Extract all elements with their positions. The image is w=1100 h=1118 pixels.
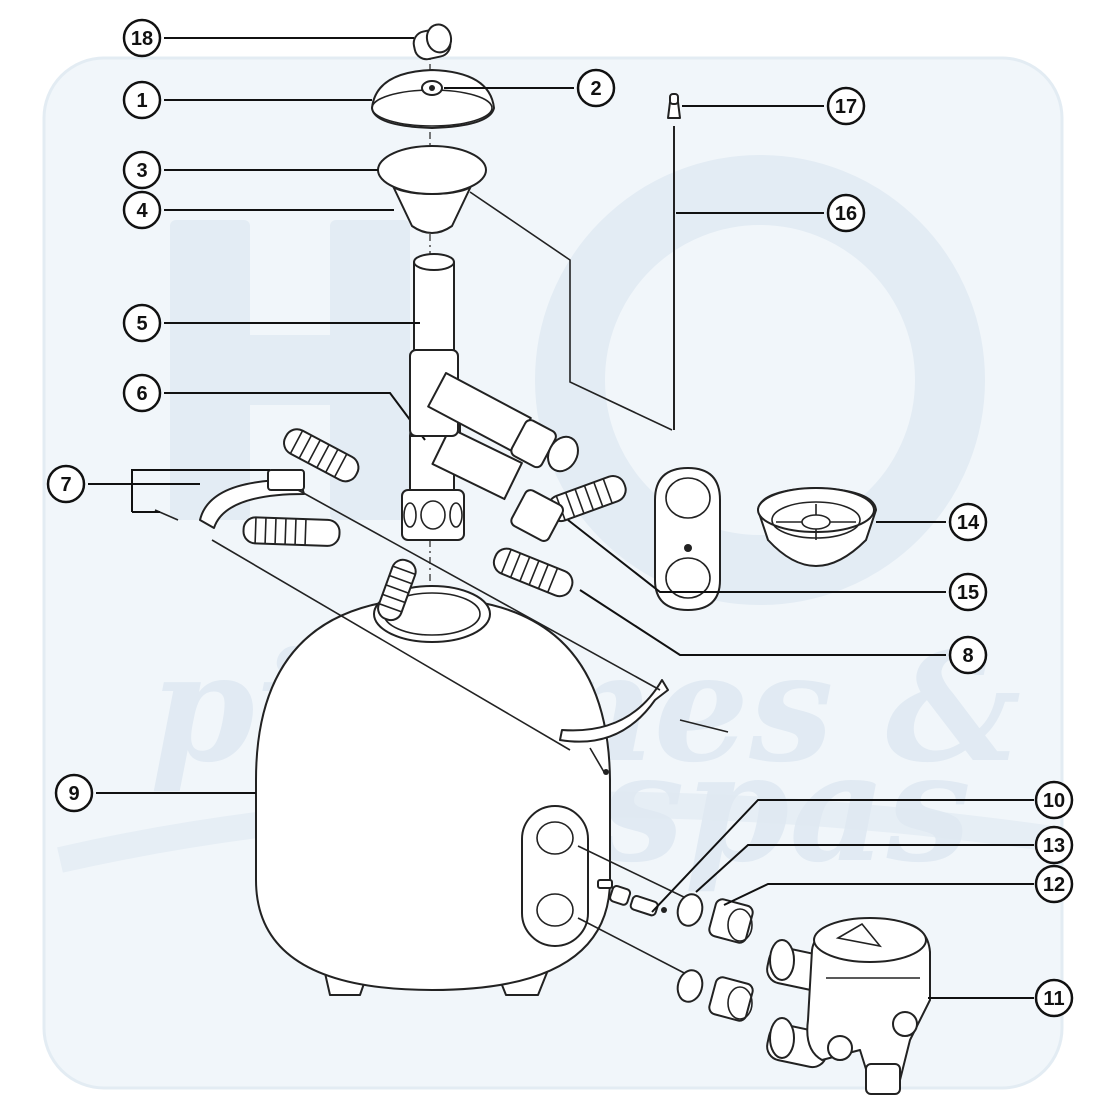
callout-15: 15	[948, 572, 988, 612]
svg-text:11: 11	[1043, 988, 1064, 1010]
svg-text:3: 3	[136, 160, 147, 182]
svg-text:1: 1	[136, 90, 147, 112]
svg-text:18: 18	[131, 28, 153, 50]
callout-2: 2	[576, 68, 616, 108]
callout-8: 8	[948, 635, 988, 675]
lateral-arm-leader	[579, 589, 946, 656]
clamp-band-guide	[297, 489, 661, 691]
union-bracket-leader	[567, 519, 946, 593]
o-ring-seal	[377, 145, 487, 195]
callout-4: 4	[122, 190, 162, 230]
svg-text:16: 16	[835, 203, 857, 225]
union-nuts	[708, 898, 754, 1022]
center-pipe	[409, 253, 579, 473]
svg-text:2: 2	[590, 78, 601, 100]
svg-text:12: 12	[1043, 874, 1065, 896]
callout-16: 16	[826, 193, 866, 233]
callout-5: 5	[122, 303, 162, 343]
callout-18: 18	[122, 18, 162, 58]
drain-plug	[597, 879, 667, 917]
union-nut-leader	[723, 883, 1034, 906]
callout-1: 1	[122, 80, 162, 120]
callout-3: 3	[122, 150, 162, 190]
svg-text:13: 13	[1043, 835, 1065, 857]
union-bracket	[654, 467, 721, 611]
port-guide-lower	[577, 917, 691, 977]
svg-text:7: 7	[60, 474, 71, 496]
svg-text:4: 4	[136, 200, 148, 222]
union-o-ring-leader	[695, 844, 1034, 893]
svg-text:14: 14	[957, 512, 980, 534]
vent-tube-guide	[469, 191, 673, 431]
svg-text:5: 5	[136, 313, 147, 335]
svg-text:9: 9	[68, 783, 79, 805]
callout-11: 11	[1034, 978, 1074, 1018]
tank-clamp-band	[154, 469, 729, 775]
tank-clamp-band-leader-a	[88, 469, 270, 485]
drain-cap	[412, 23, 453, 61]
tank-lid	[371, 69, 495, 129]
multiport-valve	[766, 917, 931, 1095]
filter-tank	[255, 585, 611, 996]
callout-12: 12	[1034, 864, 1074, 904]
callout-10: 10	[1034, 780, 1074, 820]
air-vent-tube	[667, 93, 681, 430]
callout-9: 9	[54, 773, 94, 813]
drain-plug-leader	[651, 799, 1034, 913]
callout-14: 14	[948, 502, 988, 542]
callout-7: 7	[46, 464, 86, 504]
svg-text:10: 10	[1043, 790, 1065, 812]
callout-17: 17	[826, 86, 866, 126]
callout-6: 6	[122, 373, 162, 413]
callout-13: 13	[1034, 825, 1074, 865]
manifold-union-nut	[510, 489, 564, 542]
strainer-basket	[757, 487, 877, 567]
union-o-rings	[676, 893, 704, 1003]
port-guide-upper	[577, 845, 691, 901]
lateral-arms	[242, 428, 627, 622]
svg-text:15: 15	[957, 582, 979, 604]
watermark-text-line2: spas	[599, 720, 971, 896]
clamp-bolt-guide	[211, 539, 571, 751]
svg-text:17: 17	[835, 96, 857, 118]
svg-text:8: 8	[962, 645, 973, 667]
air-release-valve	[421, 80, 443, 96]
svg-text:6: 6	[136, 383, 147, 405]
